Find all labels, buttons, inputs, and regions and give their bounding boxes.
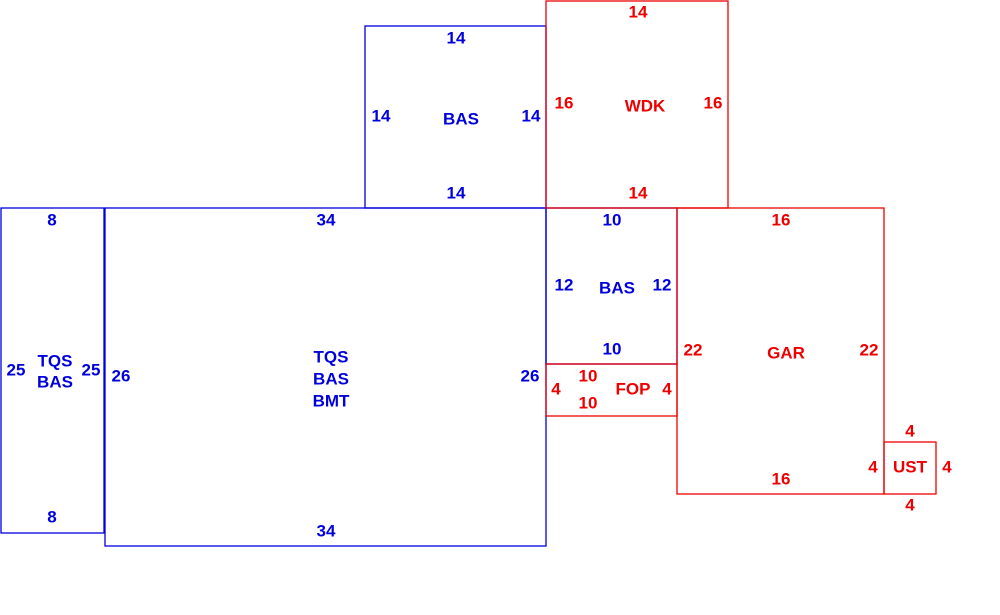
dimension-label: 16 [772,210,791,229]
area-label: BAS [37,372,73,391]
area-label: UST [893,457,928,476]
dimension-label: 16 [704,93,723,112]
dimension-label: 4 [905,495,915,514]
dimension-label: 22 [684,340,703,359]
dimension-label: 8 [47,507,56,526]
dimension-label: 26 [112,366,131,385]
dimension-label: 10 [603,339,622,358]
area-label: BAS [599,278,635,297]
area-label: GAR [767,343,805,362]
area-label: FOP [616,379,651,398]
dimension-label: 4 [662,379,672,398]
dimension-label: 16 [555,93,574,112]
wdk-outline [545,0,729,209]
dimension-label: 4 [942,457,952,476]
dimension-label: 25 [82,360,101,379]
area-label: WDK [625,96,666,115]
dimension-label: 8 [47,210,56,229]
ust-outline [883,441,937,495]
dimension-label: 4 [868,457,878,476]
dimension-label: 4 [905,421,915,440]
dimension-label: 12 [653,275,672,294]
dimension-label: 10 [579,366,598,385]
dimension-label: 14 [372,106,391,125]
dimension-label: 14 [447,183,466,202]
dimension-label: 34 [317,521,336,540]
dimension-label: 12 [555,275,574,294]
fop-outline [545,363,678,417]
area-label: TQS [38,351,73,370]
area-label: BMT [313,391,350,410]
dimension-label: 14 [447,28,466,47]
dimension-label: 14 [629,2,648,21]
dimension-label: 22 [860,340,879,359]
dimension-label: 25 [7,360,26,379]
dimension-label: 26 [521,366,540,385]
gar-outline [676,207,885,495]
tqs-bas-left-outline [0,207,105,534]
dimension-label: 10 [579,393,598,412]
dimension-label: 14 [629,183,648,202]
area-label: TQS [314,347,349,366]
area-label: BAS [313,369,349,388]
dimension-label: 34 [317,210,336,229]
dimension-label: 16 [772,469,791,488]
dimension-label: 14 [522,106,541,125]
area-label: BAS [443,109,479,128]
dimension-label: 10 [603,210,622,229]
dimension-label: 4 [551,379,561,398]
